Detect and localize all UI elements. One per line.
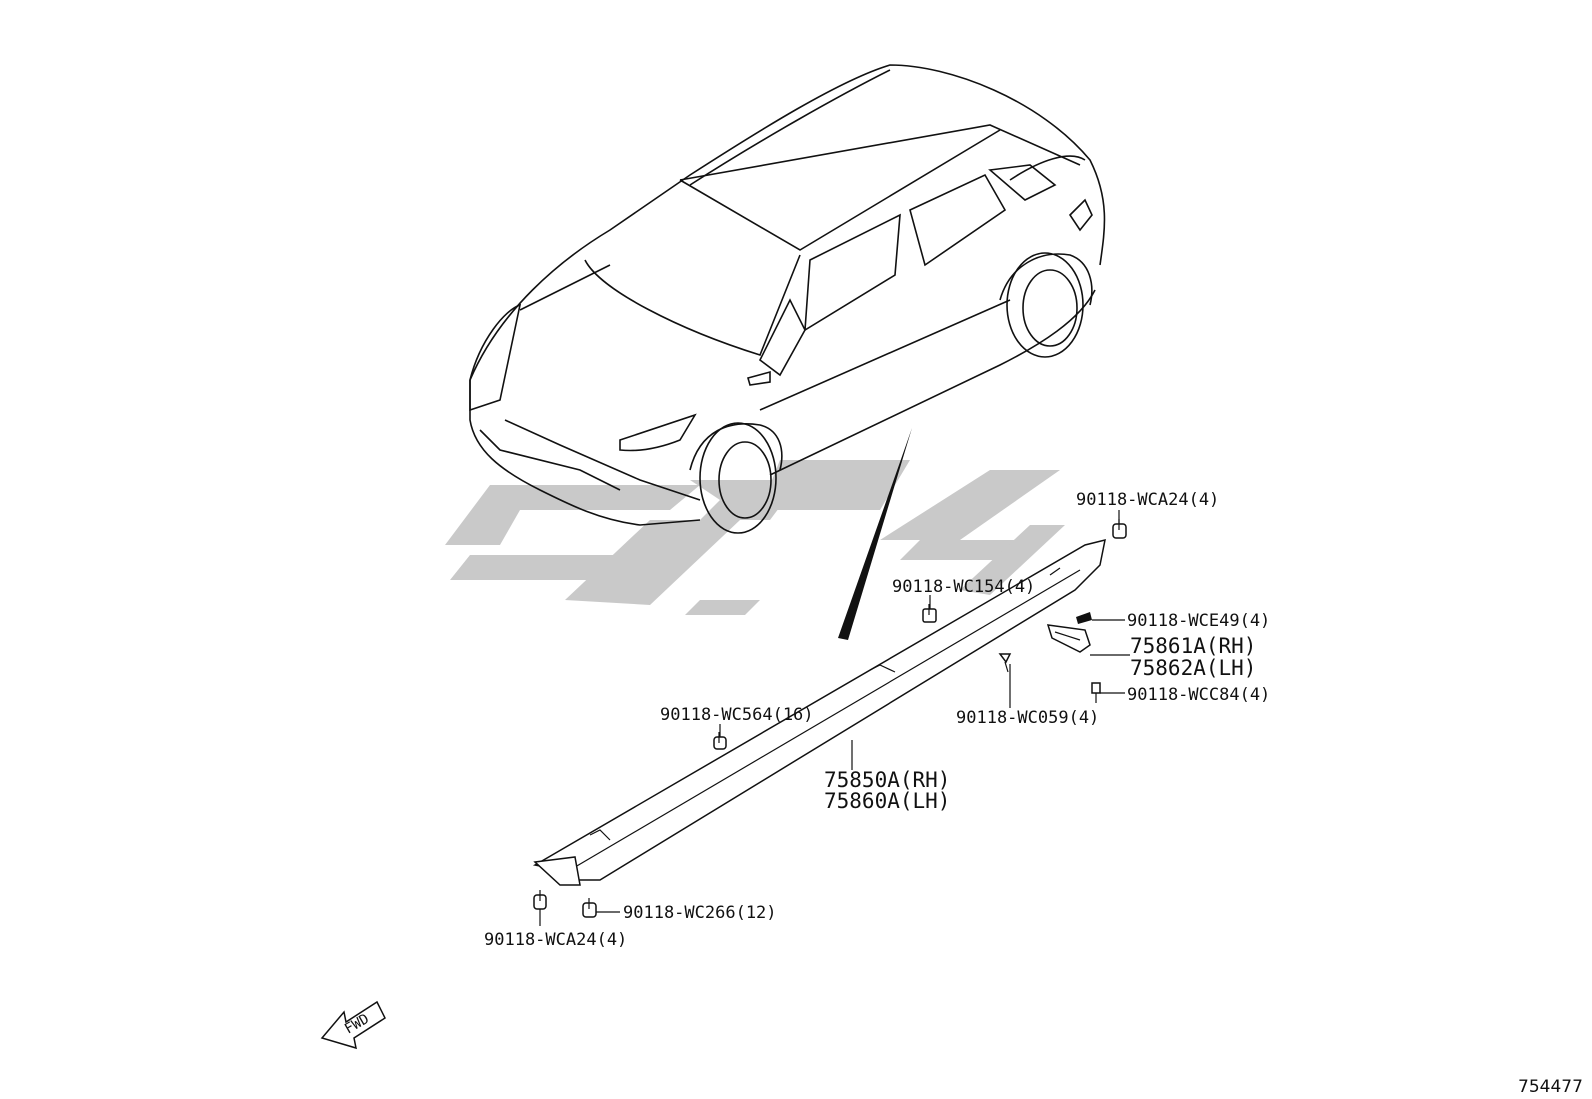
label-wcc84: 90118-WCC84(4) [1127,685,1270,705]
label-wc564: 90118-WC564(16) [660,705,814,725]
side-moulding-part [532,538,1106,886]
screw-wc059 [998,653,1012,673]
figure-number: 754477 [1518,1077,1583,1097]
clip-wc266 [582,898,597,918]
bracket-part [1046,624,1091,653]
label-wce49: 90118-WCE49(4) [1127,611,1270,631]
label-moulding-lh: 75860A(LH) [824,789,950,813]
label-wc059: 90118-WC059(4) [956,708,1099,728]
clip-wc154 [922,604,937,623]
label-bracket-rh: 75861A(RH) [1130,634,1256,658]
clip-wca24-bottom [533,890,547,910]
label-wc154: 90118-WC154(4) [892,577,1035,597]
clip-wce49 [1076,612,1092,624]
label-wca24-top: 90118-WCA24(4) [1076,490,1219,510]
label-moulding-rh: 75850A(RH) [824,768,950,792]
watermark-logo [445,460,1065,615]
fwd-arrow-icon: FWD [320,1000,386,1050]
label-wca24-bottom: 90118-WCA24(4) [484,930,627,950]
label-bracket-lh: 75862A(LH) [1130,656,1256,680]
leader-lines [539,510,1130,926]
indicator-wedge [838,428,912,640]
vehicle-outline [469,64,1106,534]
label-wc266: 90118-WC266(12) [623,903,777,923]
screw-wcc84 [1091,682,1101,703]
